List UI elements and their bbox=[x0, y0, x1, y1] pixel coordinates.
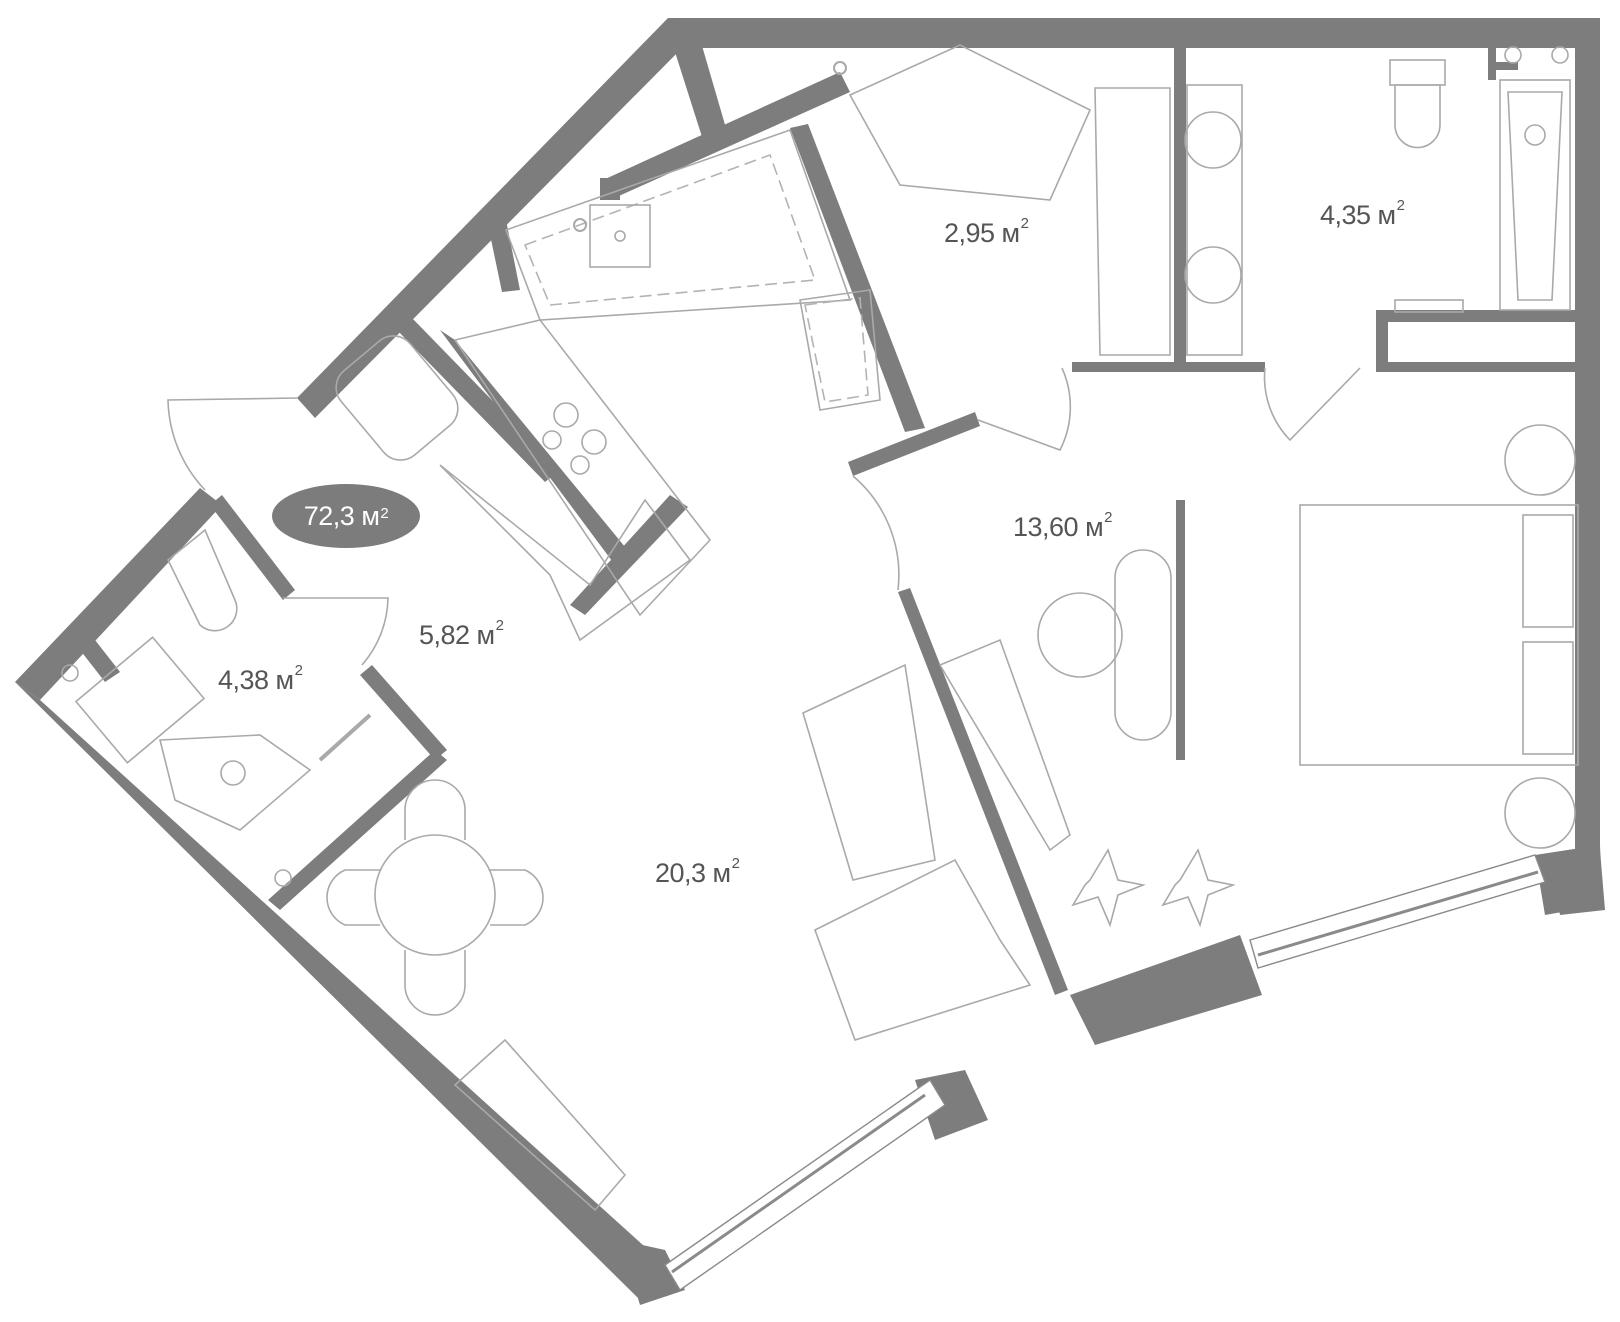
room-label-bedroom: 13,60 м2 bbox=[1013, 509, 1112, 543]
room-label-wardrobe: 2,95 м2 bbox=[944, 215, 1029, 249]
walls bbox=[15, 18, 1605, 1305]
doors bbox=[167, 367, 1361, 666]
large-bathroom-fixtures bbox=[1184, 46, 1571, 356]
area-value: 13,60 м bbox=[1013, 512, 1104, 542]
room-label-bathroom-1: 4,38 м2 bbox=[218, 662, 303, 696]
kitchen-furniture bbox=[335, 128, 881, 642]
area-value: 5,82 м bbox=[419, 620, 495, 650]
dining-set bbox=[326, 61, 847, 1016]
windows bbox=[664, 854, 1546, 1292]
living-furniture bbox=[453, 638, 1071, 1212]
bedroom-furniture bbox=[1037, 424, 1579, 928]
total-area-value: 72,3 м bbox=[303, 500, 380, 531]
room-label-hallway: 5,82 м2 bbox=[419, 617, 504, 651]
wardrobe-furniture bbox=[848, 44, 1171, 356]
area-value: 20,3 м bbox=[655, 858, 731, 888]
room-label-living-room: 20,3 м2 bbox=[655, 855, 740, 889]
area-value: 4,35 м bbox=[1320, 200, 1396, 230]
area-sup: 2 bbox=[1020, 215, 1029, 232]
plant-icons bbox=[1071, 848, 1236, 928]
area-sup: 2 bbox=[731, 855, 740, 872]
small-bathroom-fixtures bbox=[61, 528, 372, 887]
area-value: 4,38 м bbox=[218, 665, 294, 695]
area-sup: 2 bbox=[1396, 197, 1405, 214]
room-label-bathroom-2: 4,35 м2 bbox=[1320, 197, 1405, 231]
area-sup: 2 bbox=[1104, 509, 1112, 526]
area-sup: 2 bbox=[294, 662, 303, 679]
total-area-unit-sup: 2 bbox=[380, 504, 389, 522]
area-sup: 2 bbox=[495, 617, 504, 634]
area-value: 2,95 м bbox=[944, 218, 1020, 248]
